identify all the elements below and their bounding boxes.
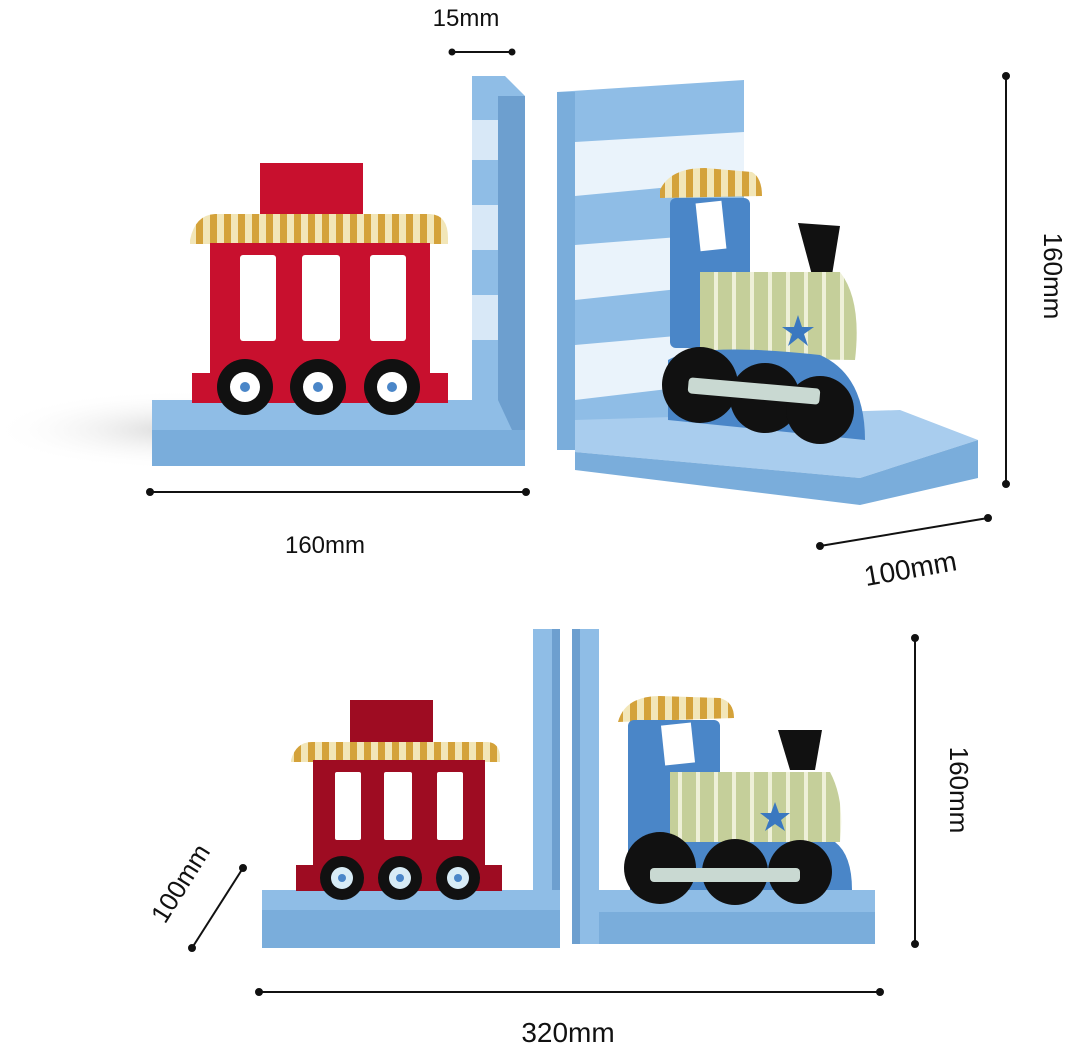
top-caboose-bookend — [0, 76, 525, 470]
caboose-roof — [190, 214, 448, 244]
bottom-engine-bookend — [572, 629, 875, 944]
dimension-label-bottom-depth: 100mm — [145, 839, 216, 928]
dimension-label-top-width: 160mm — [285, 532, 365, 559]
dimension-lines — [146, 48, 1010, 996]
engine-cab-roof — [660, 168, 762, 198]
star-icon — [782, 315, 814, 346]
top-engine-bookend — [557, 80, 978, 505]
engine-chimney — [798, 223, 840, 275]
caboose-cupola — [260, 163, 363, 215]
engine-boiler — [700, 272, 857, 360]
dimension-label-top-depth: 100mm — [862, 545, 959, 592]
star-icon — [760, 802, 790, 831]
dimension-label-bottom-height: 160mm — [944, 747, 974, 834]
caboose-wheels — [217, 359, 420, 415]
dimension-label-top-height: 160mm — [1038, 233, 1066, 320]
dimension-label-thickness: 15mm — [433, 5, 500, 32]
dimension-label-bottom-width: 320mm — [521, 1017, 614, 1048]
bottom-caboose-bookend — [262, 629, 560, 948]
